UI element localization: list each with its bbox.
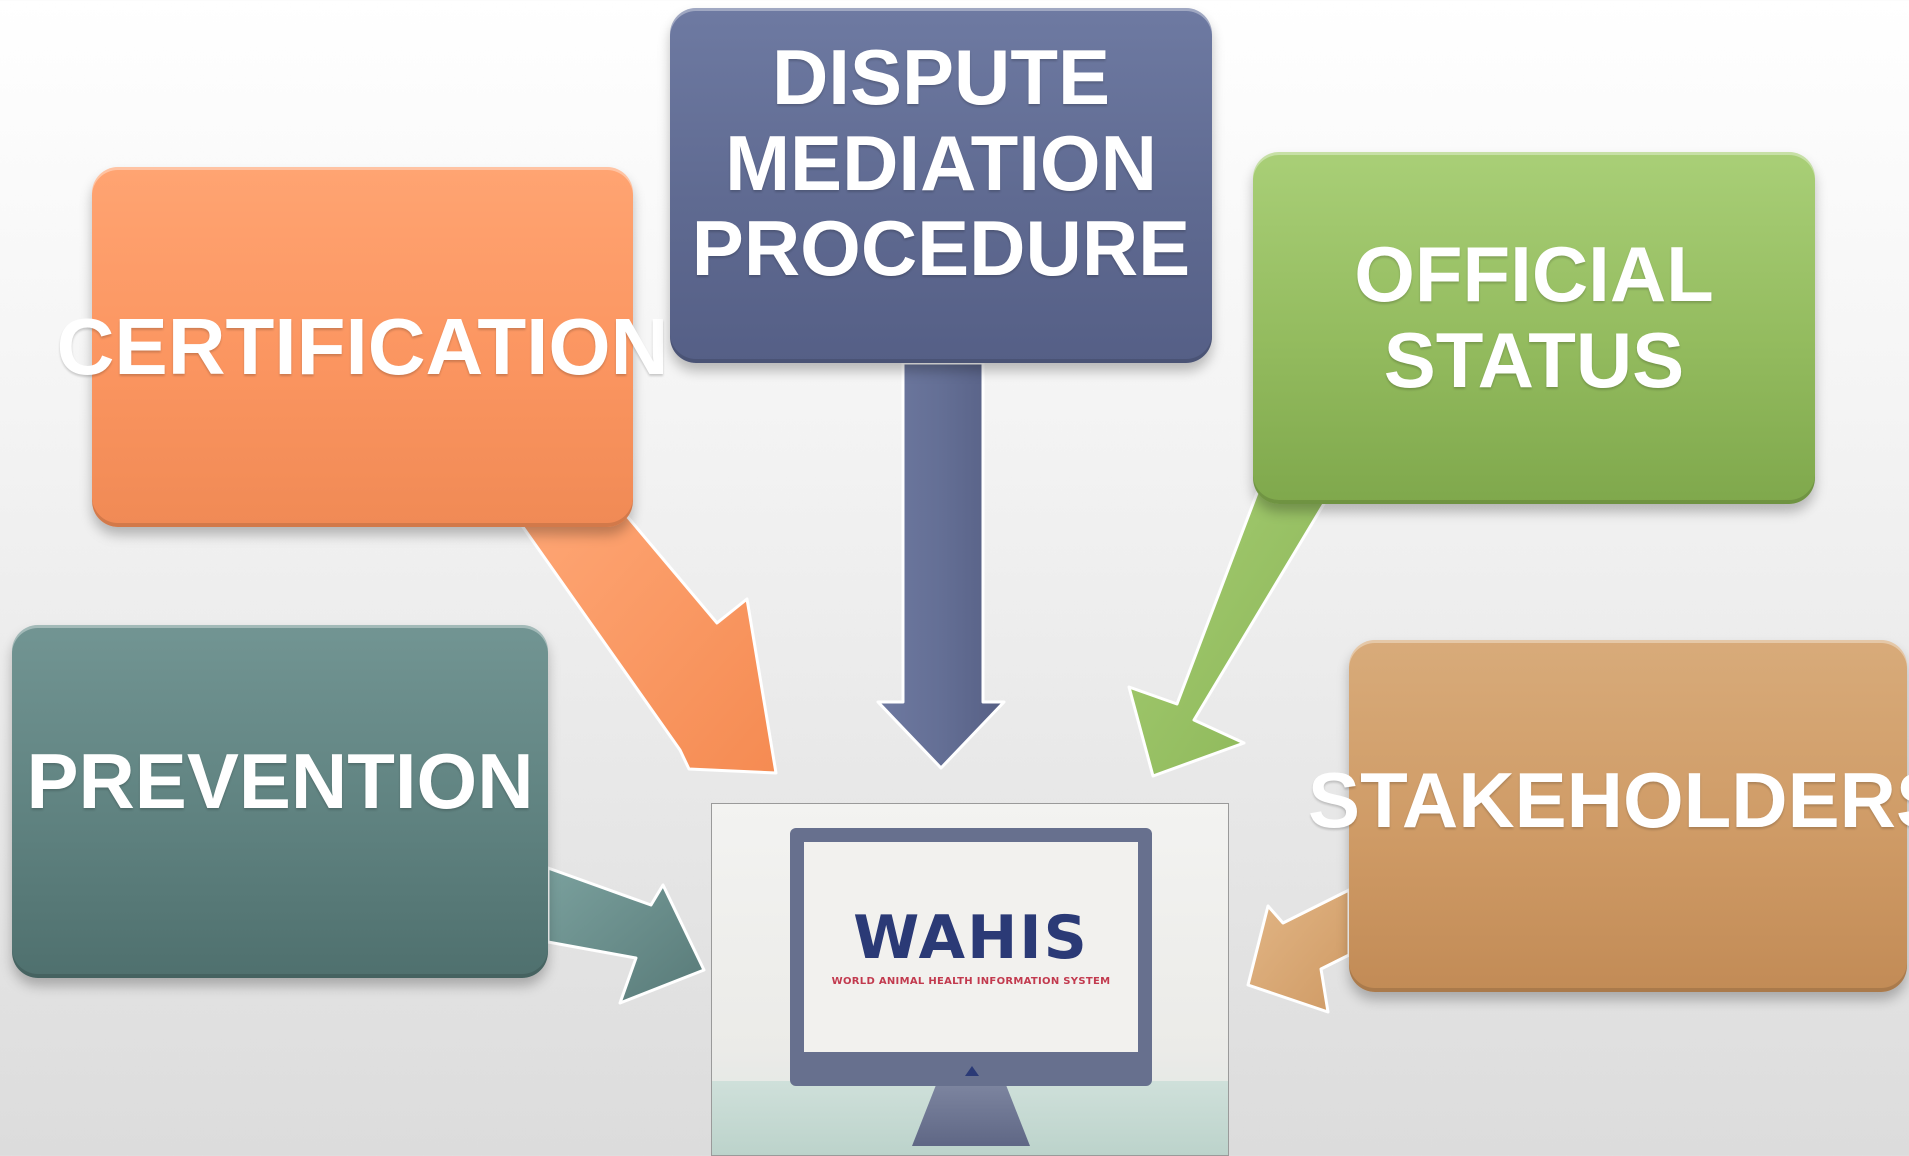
monitor: WAHIS WORLD ANIMAL HEALTH INFORMATION SY… <box>790 828 1152 1086</box>
prevention-label: PREVENTION <box>26 736 534 825</box>
monitor-stand <box>912 1086 1030 1146</box>
prevention-arrow <box>546 866 706 1005</box>
monitor-screen: WAHIS WORLD ANIMAL HEALTH INFORMATION SY… <box>804 842 1138 1052</box>
stakeholders-arrow <box>1246 888 1351 1014</box>
official-status-arrow <box>1127 478 1327 778</box>
stakeholders-box: STAKEHOLDERS <box>1308 640 1909 992</box>
official-status-label-line1: OFFICIAL <box>1354 230 1714 319</box>
official-status-box: OFFICIAL STATUS <box>1253 152 1815 504</box>
wahis-subtitle: WORLD ANIMAL HEALTH INFORMATION SYSTEM <box>831 975 1111 987</box>
power-icon <box>965 1066 979 1076</box>
dispute-arrow <box>876 361 1006 770</box>
certification-label: CERTIFICATION <box>56 302 669 391</box>
official-status-label-line2: STATUS <box>1383 316 1685 404</box>
certification-box: CERTIFICATION <box>57 167 668 527</box>
wahis-image: WAHIS WORLD ANIMAL HEALTH INFORMATION SY… <box>711 803 1229 1156</box>
dispute-label-line3: PROCEDURE <box>691 204 1191 293</box>
stakeholders-label: STAKEHOLDERS <box>1308 756 1909 845</box>
prevention-box: PREVENTION <box>12 625 548 978</box>
dispute-label-line2: MEDIATION <box>725 118 1157 207</box>
dispute-mediation-box: DISPUTE MEDIATION PROCEDURE <box>670 8 1212 363</box>
wahis-logo-text: WAHIS <box>853 902 1089 973</box>
dispute-label-line1: DISPUTE <box>771 32 1111 121</box>
